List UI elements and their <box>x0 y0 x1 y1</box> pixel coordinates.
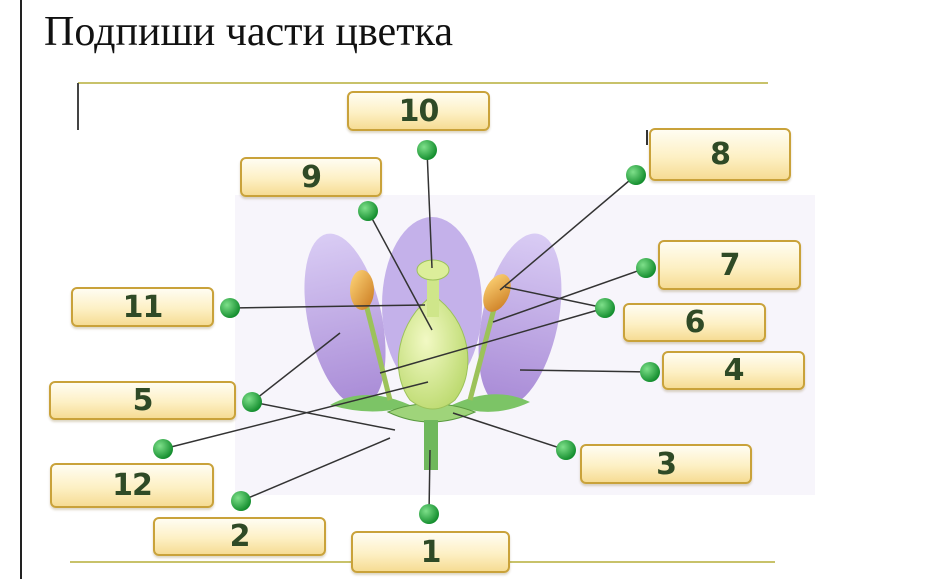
pins <box>153 140 660 524</box>
leader-1 <box>428 449 431 515</box>
pin-11 <box>220 298 240 318</box>
label-11[interactable]: 11 <box>71 287 214 327</box>
label-9[interactable]: 9 <box>240 157 382 197</box>
page-border-left <box>20 0 22 579</box>
label-2[interactable]: 2 <box>153 517 326 556</box>
filament-right <box>467 304 498 401</box>
pin-1 <box>419 504 439 524</box>
leader-11 <box>229 304 426 309</box>
pistil-style <box>427 272 439 317</box>
label-6[interactable]: 6 <box>623 303 766 342</box>
anther-left <box>350 270 374 310</box>
label-4[interactable]: 4 <box>662 351 805 390</box>
label-7[interactable]: 7 <box>658 240 801 290</box>
leader-6a <box>504 286 606 309</box>
pistil-stigma <box>416 259 450 281</box>
leader-12 <box>162 381 429 450</box>
label-1[interactable]: 1 <box>351 531 510 573</box>
label-5[interactable]: 5 <box>49 381 236 420</box>
leader-5a <box>251 332 341 403</box>
pin-2 <box>231 491 251 511</box>
leader-9 <box>367 210 433 331</box>
label-8[interactable]: 8 <box>649 128 791 181</box>
pin-9 <box>358 201 378 221</box>
pin-5 <box>242 392 262 412</box>
leader-5b <box>251 401 396 431</box>
pin-3 <box>556 440 576 460</box>
pin-4 <box>640 362 660 382</box>
leader-2 <box>240 437 391 502</box>
leader-6b <box>379 307 606 374</box>
leader-3 <box>452 412 567 451</box>
filament-left <box>362 299 393 401</box>
stem <box>424 420 438 470</box>
pin-6 <box>595 298 615 318</box>
leader-4 <box>519 369 651 373</box>
pin-8 <box>626 165 646 185</box>
pistil-ovary <box>397 294 469 410</box>
label-12[interactable]: 12 <box>50 463 214 508</box>
pin-10 <box>417 140 437 160</box>
anther-right <box>483 274 511 312</box>
pin-7 <box>636 258 656 278</box>
worksheet-title: Подпиши части цветка <box>44 9 453 55</box>
label-3[interactable]: 3 <box>580 444 752 484</box>
pin-12 <box>153 439 173 459</box>
leader-7 <box>492 267 647 323</box>
receptacle <box>386 403 477 423</box>
label-10[interactable]: 10 <box>347 91 490 131</box>
leader-10 <box>426 149 433 269</box>
leader-lines <box>162 149 651 515</box>
leader-8 <box>499 174 637 291</box>
